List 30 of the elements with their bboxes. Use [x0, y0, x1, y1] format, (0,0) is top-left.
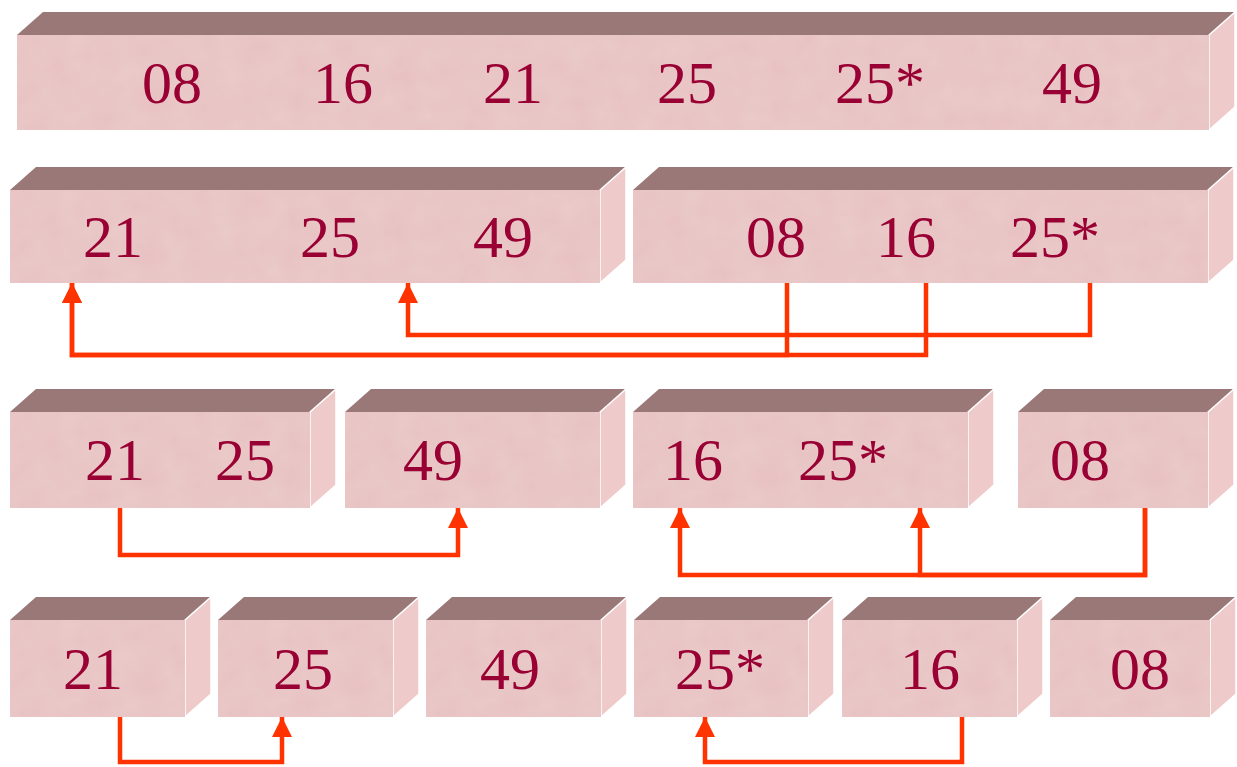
arrow	[117, 717, 293, 765]
number-text: 21	[83, 190, 143, 283]
number-text: 25*	[835, 35, 925, 130]
arrow	[117, 508, 469, 558]
arrow	[61, 283, 929, 358]
number-text: 08	[1050, 412, 1110, 508]
number-text: 49	[403, 412, 463, 508]
number-text: 25*	[675, 620, 765, 717]
number-text: 16	[663, 412, 723, 508]
number-text: 49	[1042, 35, 1102, 130]
number-text: 25	[300, 190, 360, 283]
number-text: 25	[273, 620, 333, 717]
number-text: 08	[746, 190, 806, 283]
number-text: 21	[483, 35, 543, 130]
number-text: 16	[313, 35, 373, 130]
number-text: 16	[900, 620, 960, 717]
number-text: 21	[85, 412, 145, 508]
arrow	[694, 717, 965, 765]
arrow	[909, 508, 1148, 578]
number-text: 25*	[1010, 190, 1100, 283]
number-text: 49	[480, 620, 540, 717]
arrow	[397, 283, 1093, 338]
number-text: 08	[142, 35, 202, 130]
number-text: 21	[63, 620, 123, 717]
number-text: 25*	[798, 412, 888, 508]
number-text: 25	[657, 35, 717, 130]
number-text: 16	[876, 190, 936, 283]
number-text: 49	[473, 190, 533, 283]
number-text: 25	[215, 412, 275, 508]
number-text: 08	[1110, 620, 1170, 717]
